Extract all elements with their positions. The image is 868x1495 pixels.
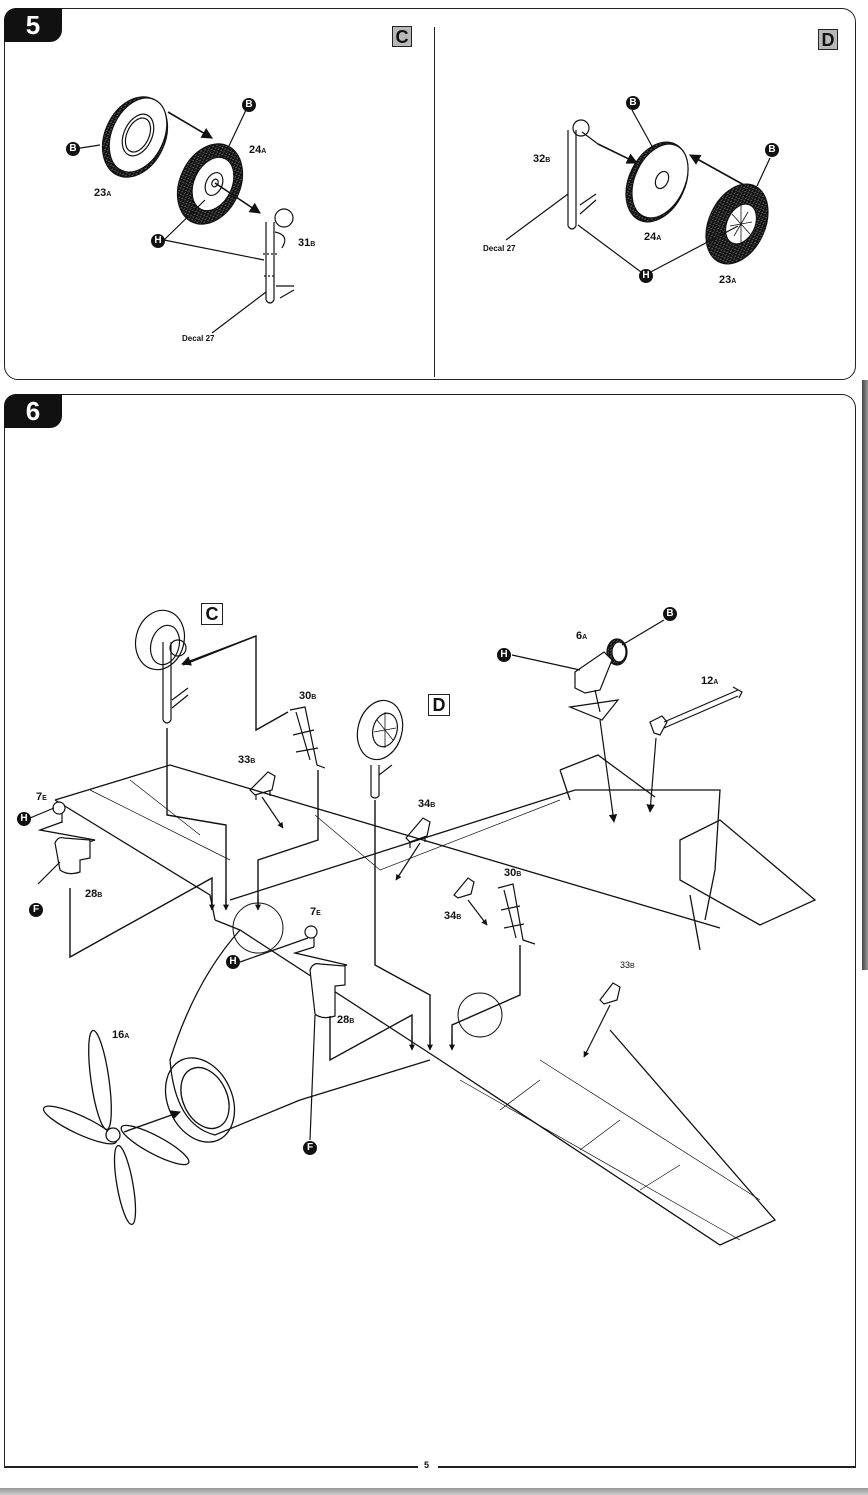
part-label: 24A: [249, 144, 267, 156]
part-label: 33B: [238, 754, 256, 766]
decal-label: Decal 27: [182, 334, 215, 343]
step-5-panel: 5: [4, 8, 856, 380]
part-label: 23A: [719, 274, 737, 286]
part-label: 31B: [298, 237, 316, 249]
step-6-panel: 6: [4, 394, 856, 1468]
airframe: [54, 754, 817, 1246]
step-number: 6: [4, 394, 62, 428]
wheel-24a-d: [625, 141, 689, 223]
footer-rule: [4, 1466, 418, 1468]
callout-b: B: [242, 98, 256, 112]
strut-32b: [567, 119, 599, 230]
variant-label-d: D: [818, 29, 838, 50]
tailwheel-6a: [567, 638, 628, 721]
part-label: 30B: [299, 690, 317, 702]
step-number: 5: [4, 8, 62, 42]
part-label: 30B: [504, 867, 522, 879]
sub-label-d: D: [428, 694, 450, 716]
callout-f: F: [29, 903, 43, 917]
scan-edge: [0, 1488, 868, 1495]
wheel-24a-c: [176, 143, 244, 225]
part-label: 24A: [644, 231, 662, 243]
callout-b: B: [765, 143, 779, 157]
callout-h: H: [151, 234, 165, 248]
callout-h: H: [497, 648, 511, 662]
page-number: 5: [424, 1460, 430, 1470]
part-label: 7E: [310, 906, 321, 918]
part-label: 28B: [337, 1014, 355, 1026]
callout-h: H: [17, 812, 31, 826]
part-label: 34B: [418, 798, 436, 810]
strut-31b: [263, 208, 295, 304]
part-label: 28B: [85, 888, 103, 900]
wheel-23a-c: [101, 96, 169, 178]
part-30b-left: [289, 706, 326, 769]
decal-label: Decal 27: [483, 244, 516, 253]
variant-label-c: C: [392, 26, 412, 47]
gear-assembly-d: [356, 699, 404, 799]
part-label: 23A: [94, 187, 112, 199]
callout-b: B: [626, 96, 640, 110]
gear-assembly-c: [134, 609, 189, 724]
sub-label-c: C: [201, 603, 223, 625]
part-label: 33B: [620, 960, 635, 970]
callout-b: B: [663, 607, 677, 621]
variant-divider: [434, 27, 435, 377]
footer-rule: [438, 1466, 856, 1468]
callout-h: H: [226, 955, 240, 969]
propeller-16a: [42, 1029, 190, 1226]
scan-edge: [862, 380, 868, 970]
part-label: 7E: [36, 791, 47, 803]
part-label: 34B: [444, 910, 462, 922]
part-label: 6A: [576, 630, 588, 642]
part-label: 32B: [533, 153, 551, 165]
wheel-23a-d: [705, 183, 769, 265]
callout-h: H: [639, 269, 653, 283]
callout-b: B: [66, 142, 80, 156]
callout-f: F: [303, 1141, 317, 1155]
part-label: 12A: [701, 675, 719, 687]
part-label: 16A: [112, 1029, 130, 1041]
